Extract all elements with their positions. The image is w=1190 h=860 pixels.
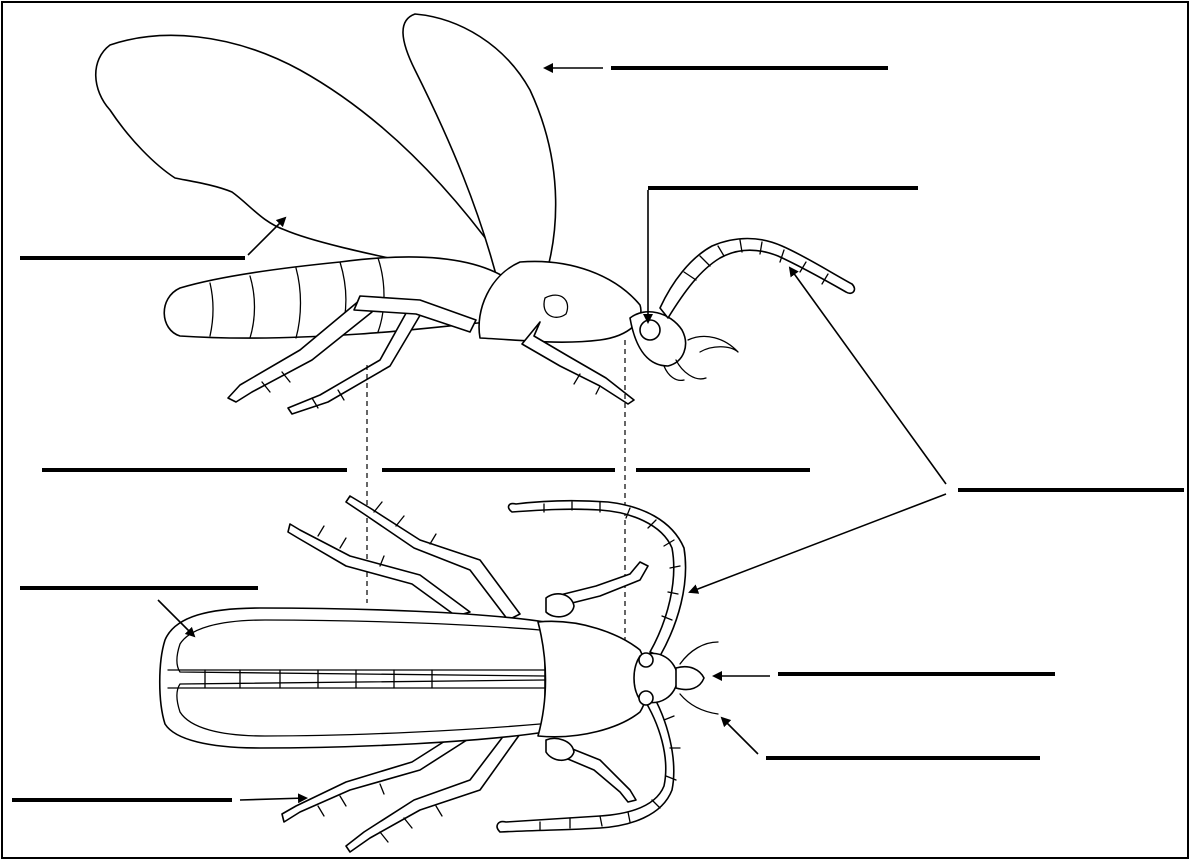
side-head (630, 312, 686, 366)
antenna-arrow-side (790, 268, 946, 484)
hindwing-arrow (248, 218, 285, 255)
top-leg-upper-2 (346, 496, 520, 620)
top-pronotum (538, 621, 648, 736)
side-compound-eye (640, 320, 660, 340)
palp-arrow (722, 718, 758, 754)
top-eye-upper (639, 653, 653, 667)
top-mouthparts (676, 667, 704, 690)
top-elytra (160, 608, 545, 748)
top-view-insect (160, 496, 718, 852)
antenna-arrow-top (690, 494, 946, 592)
top-eye-lower (639, 691, 653, 705)
leg-arrow (240, 798, 306, 800)
side-view-insect (96, 14, 855, 414)
side-thorax (479, 261, 641, 342)
top-leg-upper-3 (288, 524, 470, 616)
